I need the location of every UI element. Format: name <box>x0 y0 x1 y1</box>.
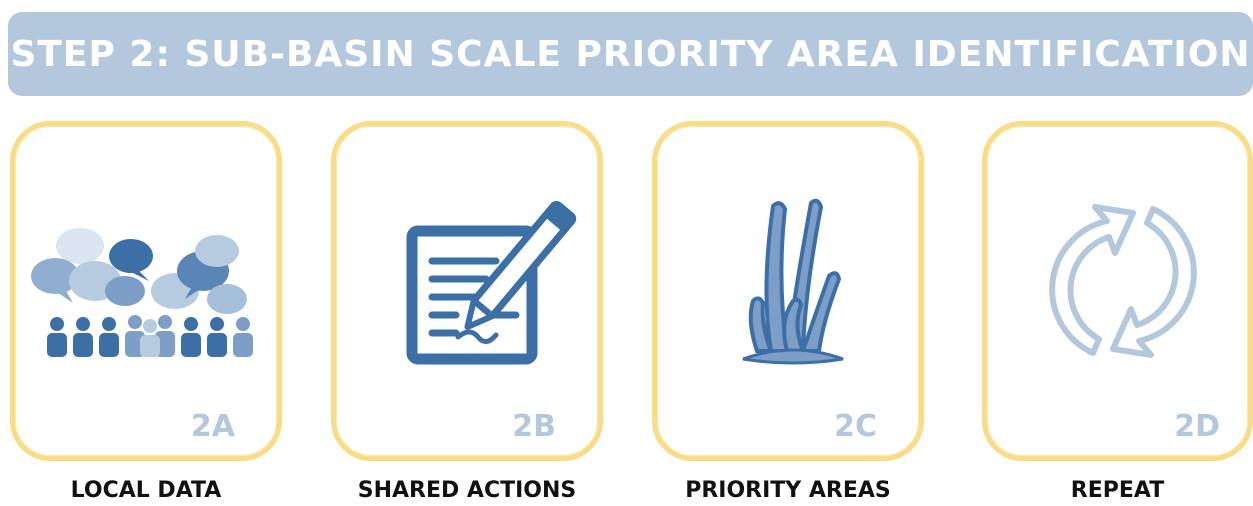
step-tag: 2D <box>1174 409 1220 444</box>
banner-title: STEP 2: SUB-BASIN SCALE PRIORITY AREA ID… <box>10 33 1251 75</box>
step-banner: STEP 2: SUB-BASIN SCALE PRIORITY AREA ID… <box>8 12 1253 96</box>
seagrass-icon <box>742 198 844 365</box>
step-caption-2b: SHARED ACTIONS <box>357 478 577 503</box>
community-discussion-icon <box>31 228 253 357</box>
repeat-cycle-icon <box>1049 204 1197 358</box>
step-tag: 2A <box>190 409 235 444</box>
document-pencil-icon <box>406 200 577 365</box>
step-card-2c: 2C <box>652 121 924 461</box>
step-caption-2c: PRIORITY AREAS <box>685 478 891 503</box>
step-tag: 2C <box>834 409 877 444</box>
step-card-2d: 2D <box>982 121 1253 461</box>
step-card-2b: 2B <box>331 121 603 461</box>
step-caption-2a: LOCAL DATA <box>70 478 222 503</box>
step-tag: 2B <box>512 409 556 444</box>
step-caption-2d: REPEAT <box>1070 478 1165 503</box>
step-card-2a: 2A <box>10 121 282 461</box>
